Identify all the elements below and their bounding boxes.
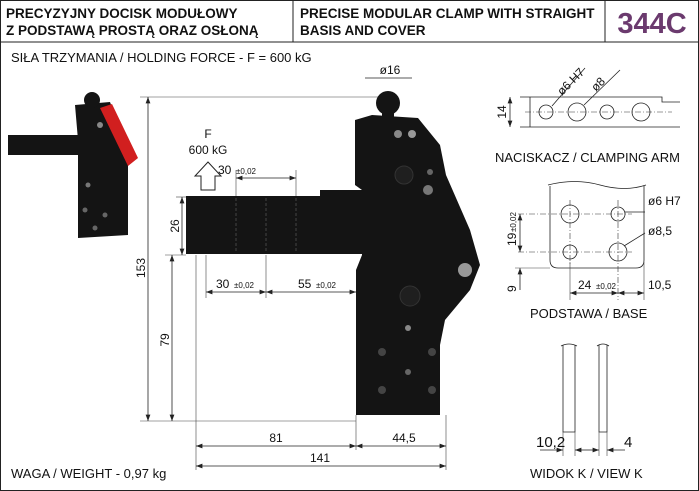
dim-55: 55: [298, 277, 312, 291]
force-label: F: [204, 127, 211, 141]
clamping-arm-detail: [507, 67, 680, 128]
product-code: 344C: [617, 8, 686, 40]
base-dim-19: 19: [505, 232, 519, 246]
weight: WAGA / WEIGHT - 0,97 kg: [11, 466, 166, 481]
base-dim-24-tol: ±0,02: [596, 282, 617, 291]
force-value: 600 kG: [189, 143, 228, 157]
base-dim-19-tol: ±0,02: [509, 211, 518, 232]
dim-26: 26: [168, 219, 182, 233]
title-en-line1: PRECISE MODULAR CLAMP WITH STRAIGHT: [300, 6, 595, 21]
dim-141: 141: [310, 451, 330, 465]
arm-hole-6h7: ø6 H7: [554, 65, 587, 98]
dim-knob-dia: ø16: [380, 63, 401, 77]
base-label: PODSTAWA / BASE: [530, 306, 648, 321]
title-en-line2: BASIS AND COVER: [300, 23, 426, 38]
view-k-dim-10-2: 10,2: [536, 434, 565, 451]
arm-dim-14: 14: [495, 105, 509, 119]
title-pl-line2: Z PODSTAWĄ PROSTĄ ORAZ OSŁONĄ: [6, 23, 259, 38]
clamp-thumbnail: [8, 92, 138, 238]
title-pl-line1: PRECYZYJNY DOCISK MODUŁOWY: [6, 6, 238, 21]
base-hole-6h7: ø6 H7: [648, 194, 681, 208]
dim-30-bottom: 30: [216, 277, 230, 291]
dim-79: 79: [158, 333, 172, 347]
view-k-detail: [540, 343, 625, 456]
view-k-dim-4: 4: [624, 434, 632, 451]
dim-30-bottom-tol: ±0,02: [234, 281, 255, 290]
view-k-label: WIDOK K / VIEW K: [530, 466, 643, 481]
holding-force: SIŁA TRZYMANIA / HOLDING FORCE - F = 600…: [11, 50, 312, 65]
dim-30-top: 30: [218, 163, 232, 177]
base-dim-10-5: 10,5: [648, 278, 672, 292]
base-dim-24: 24: [578, 278, 592, 292]
red-cover: [100, 104, 138, 166]
dim-30-top-tol: ±0,02: [236, 167, 257, 176]
arm-hole-8: ø8: [588, 74, 608, 94]
clamp-drawing: [186, 91, 480, 415]
dim-81: 81: [269, 431, 283, 445]
dim-55-tol: ±0,02: [316, 281, 337, 290]
dim-153: 153: [134, 258, 148, 278]
force-arrow-icon: [193, 161, 223, 191]
base-dim-9: 9: [505, 285, 519, 292]
base-hole-8-5: ø8,5: [648, 224, 672, 238]
dimensions: [140, 77, 447, 470]
clamping-arm-label: NACISKACZ / CLAMPING ARM: [495, 150, 680, 165]
dim-44-5: 44,5: [392, 431, 416, 445]
base-detail: [515, 181, 647, 300]
